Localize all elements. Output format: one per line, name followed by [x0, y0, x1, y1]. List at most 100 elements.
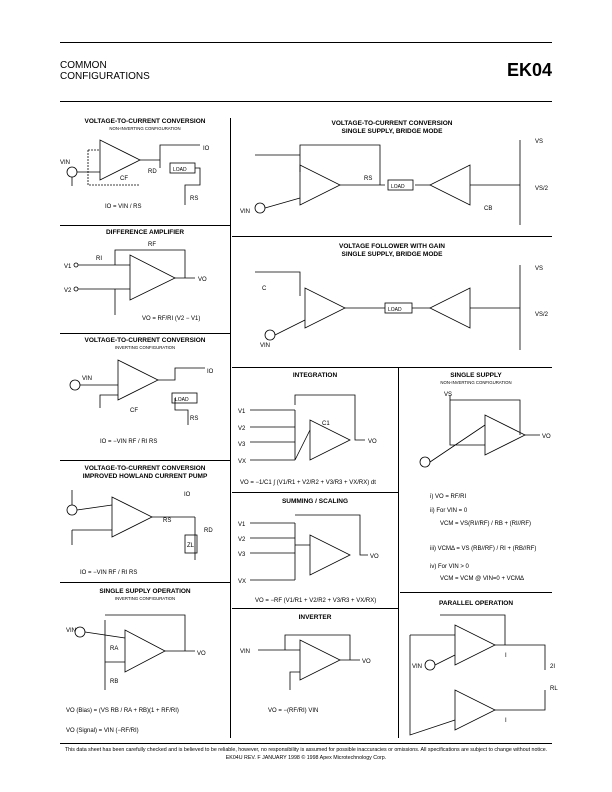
- load-label: LOAD: [388, 307, 402, 313]
- source-icon: [419, 456, 431, 468]
- source-icon: [424, 659, 436, 671]
- vo-label: VO: [362, 659, 371, 665]
- equation-io-inv: IO = −VIN RF / RI RS: [100, 439, 157, 445]
- source-icon: [74, 626, 86, 638]
- title-line1: COMMON: [60, 60, 107, 71]
- vs-label: VS: [444, 392, 452, 398]
- v3-label: V3: [238, 442, 246, 448]
- section-title: SUMMING / SCALING: [281, 498, 349, 505]
- i-label-2: I: [505, 718, 507, 724]
- vin-label: VIN: [82, 376, 92, 382]
- divider-r1: [232, 236, 552, 237]
- section-subtitle: INVERTING CONFIGURATION: [114, 596, 176, 601]
- opamp-1: [299, 164, 341, 206]
- vx-label: VX: [238, 579, 246, 585]
- section-vtoc-bridge-header: VOLTAGE-TO-CURRENT CONVERSION SINGLE SUP…: [232, 120, 552, 136]
- section-parallel-header: PARALLEL OPERATION: [400, 600, 552, 608]
- vs-label: VS: [535, 139, 543, 145]
- equation-ss-ii: ii) For VIN = 0: [430, 508, 468, 514]
- section-howland-header: VOLTAGE-TO-CURRENT CONVERSION IMPROVED H…: [62, 465, 228, 481]
- section-vtoc-inv-header: VOLTAGE-TO-CURRENT CONVERSION INVERTING …: [62, 337, 228, 350]
- opamp-2: [429, 287, 471, 329]
- vo-label: VO: [198, 277, 207, 283]
- rf-label: RF: [148, 242, 156, 248]
- opamp: [111, 496, 153, 538]
- v1-label: V1: [64, 264, 72, 270]
- zl-label: ZL: [187, 543, 195, 549]
- vin-label: VIN: [260, 343, 270, 349]
- section-follower-header: VOLTAGE FOLLOWER WITH GAIN SINGLE SUPPLY…: [232, 243, 552, 259]
- vin-label: VIN: [60, 160, 70, 166]
- divider-r3: [232, 492, 398, 493]
- opamp-1: [454, 624, 496, 666]
- load-label: LOAD: [175, 397, 189, 403]
- circuit-diff-amp: V1 V2 RI RF VO VO = RF/RI (V2 − V1): [64, 242, 207, 322]
- section-title: VOLTAGE-TO-CURRENT CONVERSION: [84, 118, 206, 125]
- vin-label: VIN: [412, 664, 422, 670]
- equation-summing: VO = −RF (V1/R1 + V2/R2 + V3/R3 + VX/RX): [255, 598, 376, 604]
- ri-label: RI: [96, 256, 102, 262]
- source-icon: [66, 166, 78, 178]
- section-title: VOLTAGE-TO-CURRENT CONVERSION: [84, 465, 206, 472]
- circuit-vtoc-noninv: LOAD VIN IO RD CF RS IO = VIN / RS: [60, 139, 210, 210]
- load-label: LOAD: [173, 167, 187, 173]
- load-box: [384, 302, 413, 314]
- source-icon: [264, 329, 276, 341]
- io-label: IO: [184, 492, 191, 498]
- cf-label: CF: [130, 408, 138, 414]
- vo-label: VO: [368, 439, 377, 445]
- section-title: SINGLE SUPPLY, BRIDGE MODE: [341, 251, 443, 258]
- equation-ss-iv: iv) For VIN > 0: [430, 564, 470, 570]
- source-icon: [69, 379, 81, 391]
- rb-label: RB: [110, 679, 118, 685]
- v2-terminal: [73, 286, 79, 292]
- opamp-1: [304, 287, 346, 329]
- rd-label: RD: [148, 169, 157, 175]
- circuit-inverter: VIN VO VO = −(RF/RI) VIN: [240, 634, 371, 714]
- section-title: SINGLE SUPPLY, BRIDGE MODE: [341, 128, 443, 135]
- footer-revision: EK04U REV. F JANUARY 1998 © 1998 Apex Mi…: [225, 755, 387, 761]
- footer-rule: [60, 743, 552, 744]
- section-title: PARALLEL OPERATION: [438, 600, 514, 607]
- divider-r2: [232, 367, 552, 368]
- v1-label: V1: [238, 409, 246, 415]
- header-top-rule: [60, 42, 552, 43]
- opamp: [309, 534, 351, 576]
- section-vtoc-noninv-header: VOLTAGE-TO-CURRENT CONVERSION NON-INVERT…: [62, 118, 228, 131]
- section-title: INVERTER: [298, 614, 332, 621]
- section-summing-header: SUMMING / SCALING: [232, 498, 398, 506]
- cb-label: CB: [484, 206, 492, 212]
- divider-l2: [60, 333, 230, 334]
- v2-label: V2: [64, 288, 72, 294]
- rs-label: RS: [364, 176, 372, 182]
- equation-ss-i: i) VO = RF/RI: [430, 494, 467, 500]
- divider-l1: [60, 225, 230, 226]
- io-label: IO: [207, 369, 214, 375]
- vo-label: VO: [370, 554, 379, 560]
- circuit-summing: V1 V2 V3 VX VO VO = −RF (V1/R1 + V2/R2 +…: [238, 514, 379, 604]
- section-subtitle: INVERTING CONFIGURATION: [114, 345, 176, 350]
- v1-label: V1: [238, 522, 246, 528]
- page-title: COMMON CONFIGURATIONS: [60, 60, 150, 82]
- equation-ss-vcm: VCM = VS(RI//RF) / RB + (RI//RF): [440, 521, 531, 527]
- zl-box: [184, 534, 198, 554]
- equation-io-noninv: IO = VIN / RS: [105, 204, 142, 210]
- i-label-1: I: [505, 653, 507, 659]
- source-icon: [66, 504, 78, 516]
- opamp: [299, 639, 341, 681]
- opamp: [484, 414, 526, 456]
- circuit-integration: V1 V2 V3 VX C1 VO VO = −1/C1 ∫ (V1/R1 + …: [238, 394, 377, 486]
- section-title: VOLTAGE-TO-CURRENT CONVERSION: [331, 120, 453, 127]
- vin-label: VIN: [66, 628, 76, 634]
- section-title: SINGLE SUPPLY OPERATION: [99, 588, 191, 595]
- equation-integration: VO = −1/C1 ∫ (V1/R1 + V2/R2 + V3/R3 + VX…: [240, 479, 376, 486]
- equation-diff: VO = RF/RI (V2 − V1): [142, 316, 200, 322]
- equation-howland: IO = −VIN RF / RI RS: [80, 570, 137, 576]
- ra-label: RA: [110, 646, 118, 652]
- cf-label: CF: [120, 176, 128, 182]
- vs-half-label: VS/2: [535, 312, 549, 318]
- equation-ss-vcm2: VCM = VCM @ VIN=0 + VCMΔ: [440, 576, 524, 582]
- load-label: LOAD: [391, 184, 405, 190]
- v2-label: V2: [238, 537, 246, 543]
- vs-half-label: VS/2: [535, 186, 549, 192]
